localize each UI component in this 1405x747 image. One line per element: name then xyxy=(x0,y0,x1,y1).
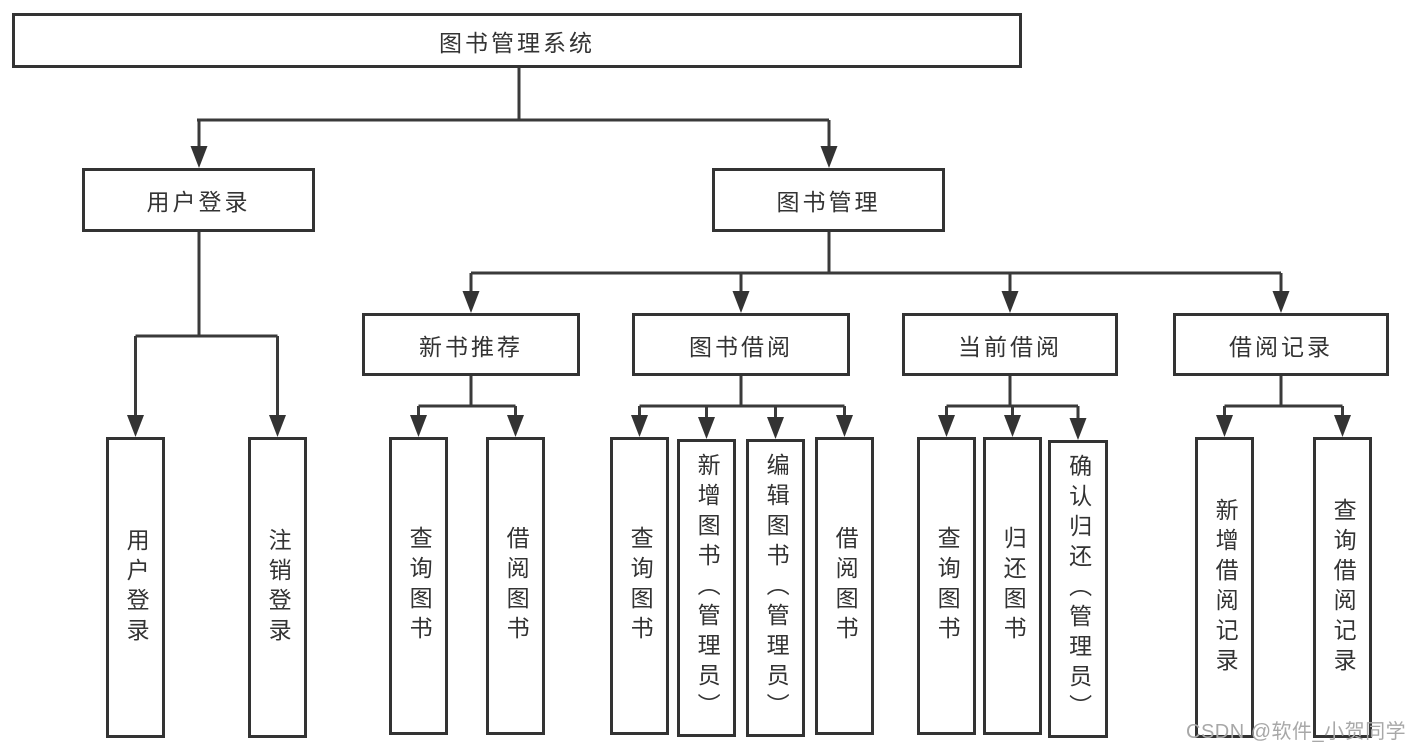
leaf-query-books-current: 查询图书 xyxy=(917,437,976,735)
leaf-return-books: 归还图书 xyxy=(983,437,1042,735)
leaf-user-login: 用户登录 xyxy=(106,437,165,738)
leaf-label: 借阅图书 xyxy=(503,526,530,646)
leaf-label: 用户登录 xyxy=(123,527,150,648)
leaf-label: 新增借阅记录 xyxy=(1212,497,1239,678)
node-book-management: 图书管理 xyxy=(712,168,945,232)
leaf-label: 新增图书（管理员） xyxy=(694,453,721,723)
leaf-confirm-return-admin: 确认归还（管理员） xyxy=(1048,440,1108,738)
node-new-book-recommend: 新书推荐 xyxy=(362,313,580,376)
leaf-label: 查询借阅记录 xyxy=(1330,497,1357,678)
leaf-label: 查询图书 xyxy=(934,526,961,646)
node-book-borrow: 图书借阅 xyxy=(632,313,850,376)
node-borrow-records: 借阅记录 xyxy=(1173,313,1389,376)
node-library-management-system: 图书管理系统 xyxy=(12,13,1022,68)
leaf-label: 确认归还（管理员） xyxy=(1065,454,1092,724)
node-label: 图书管理系统 xyxy=(439,29,595,56)
leaf-query-borrow-record: 查询借阅记录 xyxy=(1313,437,1372,738)
leaf-add-book-admin: 新增图书（管理员） xyxy=(677,439,736,737)
node-current-borrow: 当前借阅 xyxy=(902,313,1118,376)
leaf-borrow-books-borrow: 借阅图书 xyxy=(815,437,874,735)
leaf-add-borrow-record: 新增借阅记录 xyxy=(1195,437,1254,738)
leaf-query-books-borrow: 查询图书 xyxy=(610,437,669,735)
csdn-watermark: CSDN @软件_小贺同学 xyxy=(1186,721,1405,743)
node-label: 图书借阅 xyxy=(689,333,793,360)
leaf-label: 查询图书 xyxy=(627,526,654,646)
node-label: 图书管理 xyxy=(776,189,881,215)
node-label: 当前借阅 xyxy=(958,333,1062,360)
leaf-borrow-books-recommend: 借阅图书 xyxy=(486,437,545,735)
leaf-label: 注销登录 xyxy=(265,527,292,648)
node-label: 借阅记录 xyxy=(1229,333,1333,360)
leaf-logout: 注销登录 xyxy=(248,437,307,738)
node-label: 新书推荐 xyxy=(419,333,523,360)
node-label: 用户登录 xyxy=(146,189,251,215)
leaf-query-books-recommend: 查询图书 xyxy=(389,437,448,735)
leaf-edit-book-admin: 编辑图书（管理员） xyxy=(746,439,805,737)
node-user-login: 用户登录 xyxy=(82,168,315,232)
leaf-label: 归还图书 xyxy=(1000,526,1027,646)
leaf-label: 编辑图书（管理员） xyxy=(763,453,790,723)
leaf-label: 借阅图书 xyxy=(832,526,859,646)
leaf-label: 查询图书 xyxy=(406,526,433,646)
